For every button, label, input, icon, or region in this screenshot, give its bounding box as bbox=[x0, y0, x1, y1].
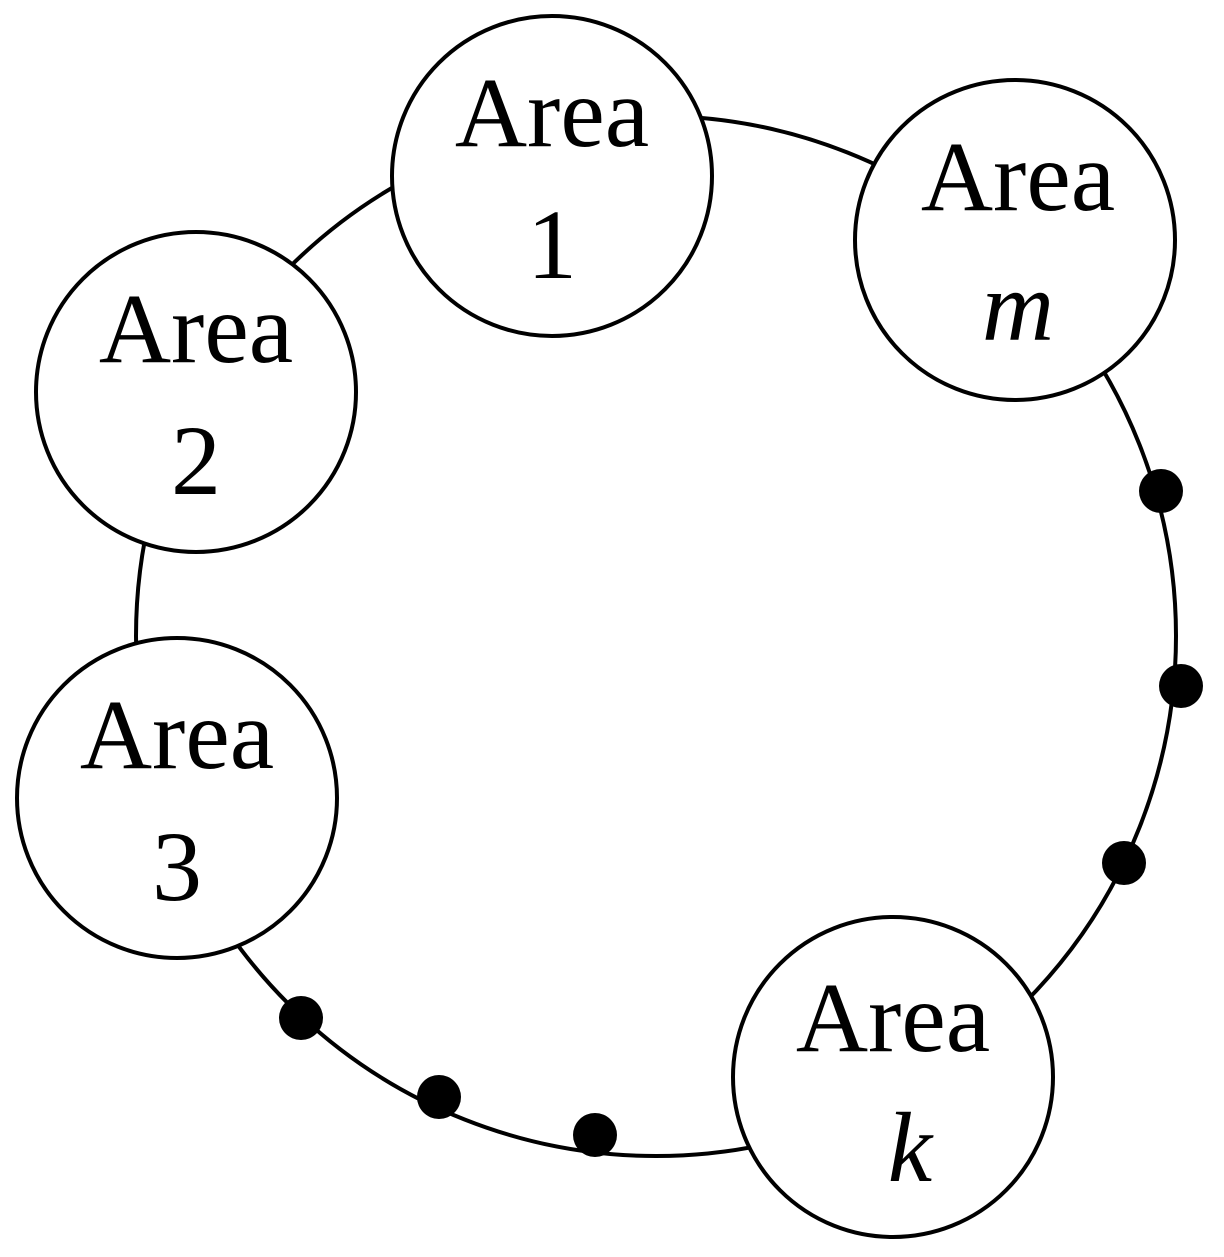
ellipsis-dot bbox=[1102, 841, 1146, 885]
ellipsis-group-right bbox=[1102, 469, 1203, 885]
node-circle bbox=[34, 230, 358, 554]
ellipsis-dot bbox=[279, 996, 323, 1040]
node-circle bbox=[15, 636, 339, 960]
node-label-index: 3 bbox=[152, 811, 202, 922]
node-label-index: 2 bbox=[171, 405, 221, 516]
ellipsis-dot bbox=[1159, 664, 1203, 708]
node-label-index: k bbox=[888, 1092, 934, 1203]
node-label-word: Area bbox=[99, 273, 293, 384]
node-label-word: Area bbox=[455, 57, 649, 168]
node-label-word: Area bbox=[80, 679, 274, 790]
node-label-word: Area bbox=[796, 962, 990, 1073]
node-circle bbox=[853, 78, 1177, 402]
node-area-1: Area 1 bbox=[390, 14, 714, 338]
node-area-3: Area 3 bbox=[15, 636, 339, 960]
ellipsis-dot bbox=[1139, 469, 1183, 513]
node-label-index: 1 bbox=[527, 189, 577, 300]
ellipsis-group-lower bbox=[279, 996, 617, 1157]
ellipsis-dot bbox=[417, 1075, 461, 1119]
node-circle bbox=[731, 915, 1055, 1239]
ellipsis-dot bbox=[573, 1113, 617, 1157]
node-label-word: Area bbox=[921, 121, 1115, 232]
node-area-m: Area m bbox=[853, 78, 1177, 402]
node-circle bbox=[390, 14, 714, 338]
node-area-2: Area 2 bbox=[34, 230, 358, 554]
node-label-index: m bbox=[982, 251, 1054, 362]
node-area-k: Area k bbox=[731, 915, 1055, 1239]
